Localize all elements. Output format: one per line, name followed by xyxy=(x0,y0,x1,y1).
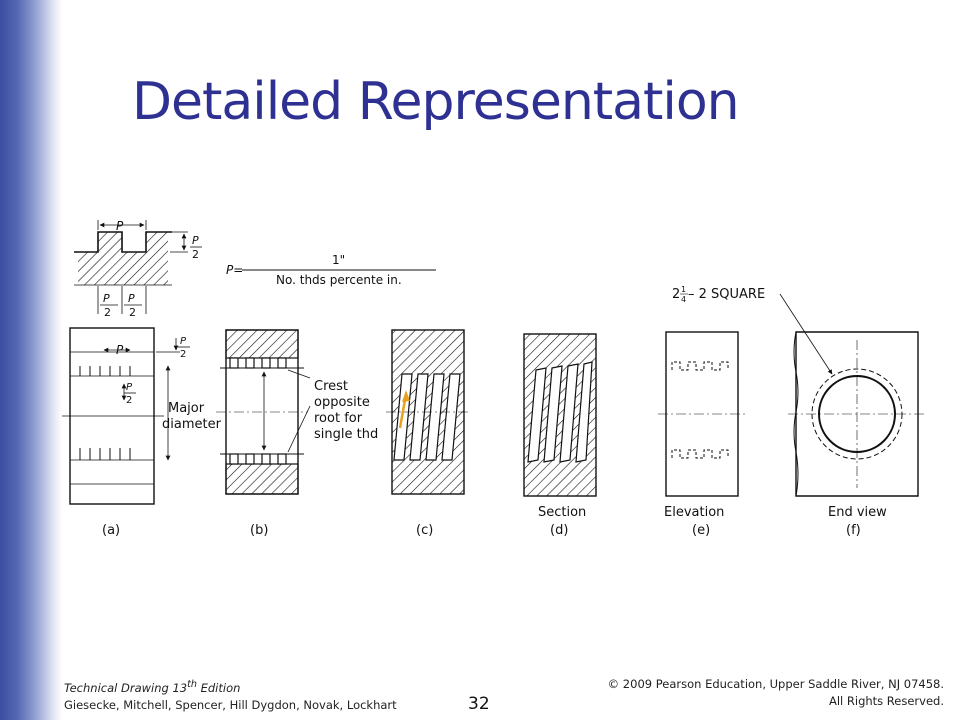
panel-a-schematic: P P 2 P 2 Major diameter xyxy=(62,327,222,505)
panel-labels: (a) (b) (c) (d) (e) (f) xyxy=(102,523,861,538)
thread-figure: P P 2 P 2 P 2 P= 1" No. thds percente in… xyxy=(60,210,940,550)
svg-text:P: P xyxy=(128,292,135,305)
formula: P= 1" No. thds percente in. xyxy=(226,253,436,287)
rights-line: All Rights Reserved. xyxy=(828,694,944,708)
svg-text:– 2 SQUARE: – 2 SQUARE xyxy=(688,287,765,302)
panel-a-profile: P P 2 P 2 P 2 xyxy=(74,219,202,319)
svg-text:P: P xyxy=(192,234,199,247)
svg-text:2: 2 xyxy=(180,349,186,360)
svg-text:P=: P= xyxy=(226,263,243,277)
svg-text:P: P xyxy=(103,292,110,305)
svg-text:2: 2 xyxy=(126,395,132,406)
svg-text:4: 4 xyxy=(681,295,686,304)
footer-citation: Technical Drawing 13th Edition Giesecke,… xyxy=(64,676,397,714)
svg-text:2: 2 xyxy=(129,306,136,319)
svg-text:(b): (b) xyxy=(250,523,268,538)
pitch-label: P xyxy=(116,219,124,233)
elevation-label: Elevation xyxy=(664,505,724,520)
section-label: Section xyxy=(538,505,586,520)
svg-text:No. thds percente in.: No. thds percente in. xyxy=(276,273,402,287)
square-note: 2 1 4 – 2 SQUARE xyxy=(672,285,765,304)
svg-text:single thd: single thd xyxy=(314,427,378,442)
svg-text:(f): (f) xyxy=(846,523,861,538)
end-view-label: End view xyxy=(828,505,887,520)
panel-b: Crest opposite root for single thd xyxy=(216,329,378,495)
svg-text:(a): (a) xyxy=(102,523,120,538)
svg-text:1: 1 xyxy=(681,285,686,294)
crest-note: Crest xyxy=(314,379,348,394)
svg-text:2: 2 xyxy=(672,287,680,302)
svg-text:1": 1" xyxy=(332,253,345,267)
svg-text:(e): (e) xyxy=(692,523,710,538)
footer-copyright: © 2009 Pearson Education, Upper Saddle R… xyxy=(608,676,944,710)
svg-text:P: P xyxy=(180,336,187,347)
panel-c xyxy=(386,329,470,495)
svg-text:(c): (c) xyxy=(416,523,433,538)
left-decorative-bar xyxy=(0,0,62,720)
page-number: 32 xyxy=(468,694,490,714)
svg-text:diameter: diameter xyxy=(162,417,222,432)
major-diameter-label: Major xyxy=(168,401,205,416)
book-title: Technical Drawing xyxy=(64,680,169,695)
svg-text:2: 2 xyxy=(104,306,111,319)
panel-f: 2 1 4 – 2 SQUARE End view xyxy=(672,285,926,520)
copyright-line: © 2009 Pearson Education, Upper Saddle R… xyxy=(607,677,944,691)
panel-d: Section xyxy=(523,333,597,520)
svg-text:root for: root for xyxy=(314,411,363,426)
edition-suffix: th xyxy=(187,679,197,690)
svg-text:opposite: opposite xyxy=(314,395,370,410)
svg-text:(d): (d) xyxy=(550,523,568,538)
edition-number: 13 xyxy=(172,680,188,695)
slide-title: Detailed Representation xyxy=(132,72,740,132)
svg-text:P: P xyxy=(126,382,133,393)
authors: Giesecke, Mitchell, Spencer, Hill Dygdon… xyxy=(64,697,397,712)
edition-word: Edition xyxy=(200,680,241,695)
svg-text:P: P xyxy=(116,343,124,357)
svg-text:2: 2 xyxy=(192,248,199,261)
panel-e: Elevation xyxy=(658,331,746,520)
